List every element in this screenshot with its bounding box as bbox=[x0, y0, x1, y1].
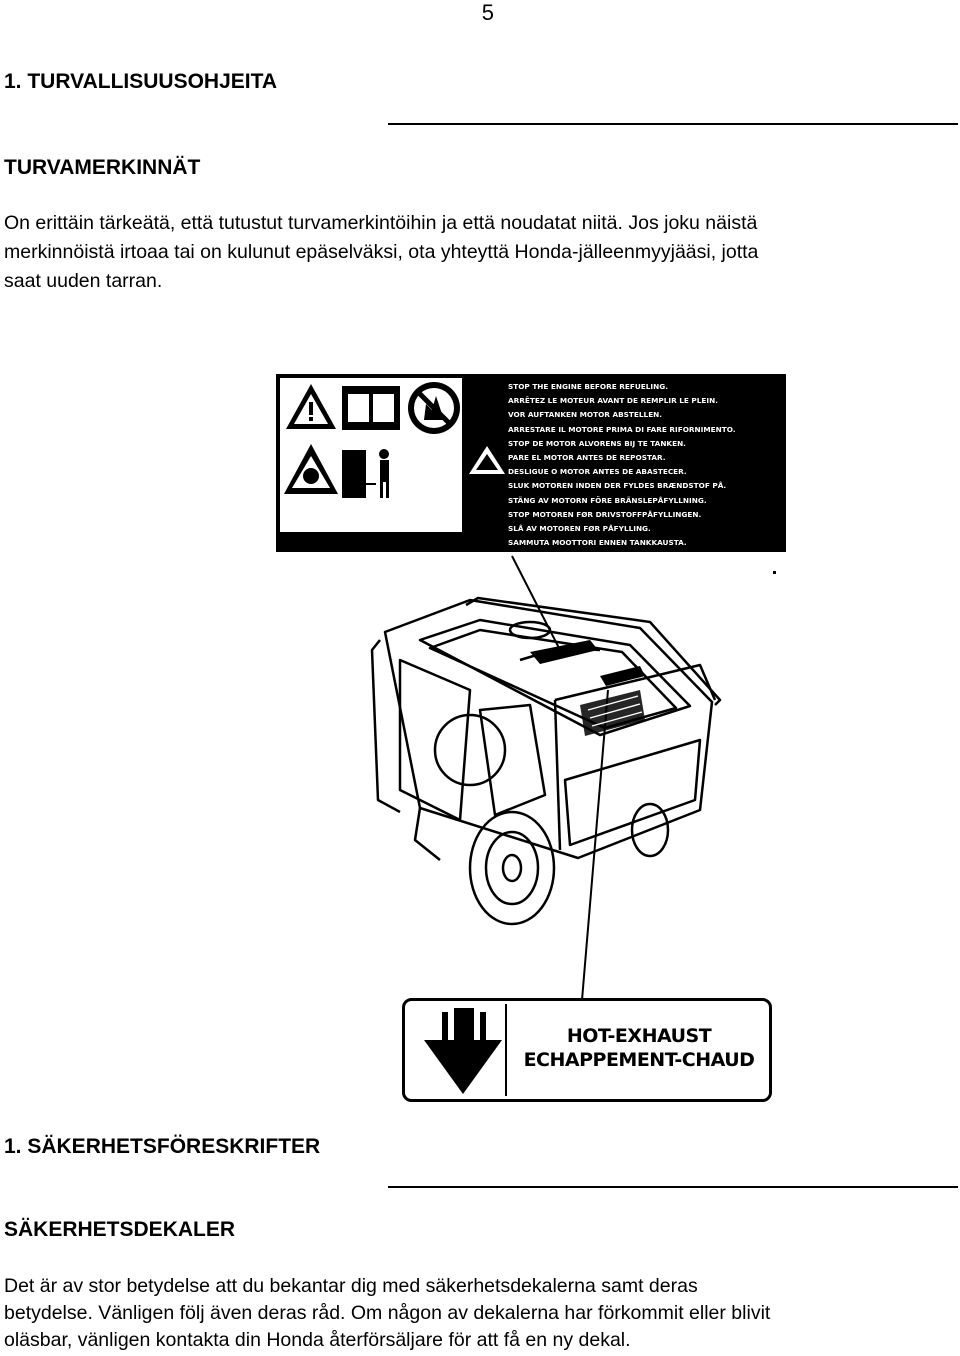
divider bbox=[388, 1186, 958, 1188]
decal-line: STOP DE MOTOR ALVORENS BIJ TE TANKEN. bbox=[508, 438, 686, 448]
section-subtitle-fi: TURVAMERKINNÄT bbox=[4, 156, 201, 179]
exhaust-decal-text: HOT-EXHAUST ECHAPPEMENT-CHAUD bbox=[508, 1024, 770, 1072]
no-fire-icon bbox=[408, 382, 460, 434]
section-title-sv: 1. SÄKERHETSFÖRESKRIFTER bbox=[4, 1135, 321, 1158]
paragraph-fi: On erittäin tärkeätä, että tutustut turv… bbox=[4, 209, 959, 296]
exhaust-line-fr: ECHAPPEMENT-CHAUD bbox=[523, 1049, 755, 1071]
paragraph-line: On erittäin tärkeätä, että tutustut turv… bbox=[4, 212, 758, 234]
paragraph-line: betydelse. Vänligen följ även deras råd.… bbox=[4, 1302, 771, 1324]
caution-triangle-icon bbox=[469, 446, 505, 474]
hot-exhaust-arrow-icon bbox=[424, 1008, 502, 1094]
decal-line: STOP MOTOREN FØR DRIVSTOFFPÅFYLLINGEN. bbox=[508, 509, 702, 519]
decal-text: STOP THE ENGINE BEFORE REFUELING. ARRÊTE… bbox=[508, 380, 784, 550]
paragraph-sv: Det är av stor betydelse att du bekantar… bbox=[4, 1273, 959, 1354]
divider bbox=[388, 123, 958, 125]
decal-line: SLUK MOTOREN INDEN DER FYLDES BRÆNDSTOF … bbox=[508, 481, 727, 491]
paragraph-line: Det är av stor betydelse att du bekantar… bbox=[4, 1275, 698, 1297]
manual-book-icon bbox=[342, 386, 400, 430]
section-subtitle-sv: SÄKERHETSDEKALER bbox=[4, 1218, 236, 1241]
decal-line: PARE EL MOTOR ANTES DE REPOSTAR. bbox=[508, 453, 666, 463]
decal-line: SLÅ AV MOTOREN FØR PÅFYLLING. bbox=[508, 524, 651, 534]
explosion-warning-icon bbox=[284, 444, 338, 494]
decal-line: STÄNG AV MOTORN FÖRE BRÄNSLEPÅFYLLNING. bbox=[508, 495, 707, 505]
refuel-warning-decal: STOP THE ENGINE BEFORE REFUELING. ARRÊTE… bbox=[276, 374, 786, 552]
ventilation-distance-icon bbox=[342, 449, 389, 498]
exhaust-decal-frame bbox=[402, 998, 772, 1102]
warning-triangle-icon bbox=[286, 384, 336, 429]
page-number: 5 bbox=[481, 0, 494, 25]
paragraph-line: oläsbar, vänligen kontakta din Honda åte… bbox=[4, 1329, 631, 1351]
exhaust-line-en: HOT-EXHAUST bbox=[566, 1025, 712, 1047]
decal-line: STOP THE ENGINE BEFORE REFUELING. bbox=[508, 382, 668, 391]
decal-line: ARRÊTEZ LE MOTEUR AVANT DE REMPLIR LE PL… bbox=[508, 396, 718, 406]
decal-line: VOR AUFTANKEN MOTOR ABSTELLEN. bbox=[508, 410, 663, 420]
decal-pictograms bbox=[276, 374, 786, 552]
decal-line: DESLIGUE O MOTOR ANTES DE ABASTECER. bbox=[508, 467, 687, 477]
section-title-fi: 1. TURVALLISUUSOHJEITA bbox=[4, 70, 278, 93]
paragraph-line: merkinnöistä irtoaa tai on kulunut epäse… bbox=[4, 241, 759, 263]
hot-exhaust-decal: HOT-EXHAUST ECHAPPEMENT-CHAUD bbox=[402, 998, 772, 1102]
paragraph-line: saat uuden tarran. bbox=[4, 270, 163, 292]
decal-line: SAMMUTA MOOTTORI ENNEN TANKKAUSTA. bbox=[508, 538, 687, 548]
decal-line: ARRESTARE IL MOTORE PRIMA DI FARE RIFORN… bbox=[508, 424, 736, 434]
